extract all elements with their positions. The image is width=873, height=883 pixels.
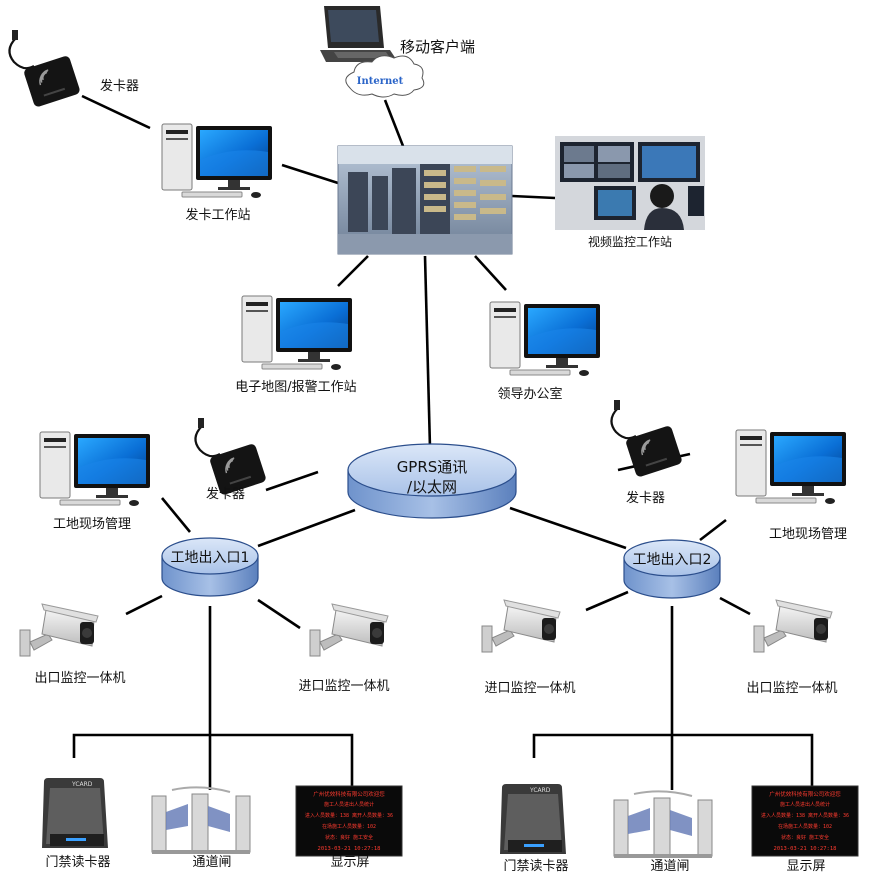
led-display-left: 广州优效科技有限公司欢迎您 施工人员进出人员统计 进入人员数量：138 离开人员… (295, 785, 403, 857)
video-workstation-label: 视频监控工作站 (588, 234, 672, 249)
turnstile-right-label: 通道闸 (650, 859, 689, 874)
entry-camera-left-icon (309, 603, 389, 657)
led-right-line3: 进入人员数量：138 离开人员数量：36 (761, 812, 849, 819)
turnstile-left-icon (151, 786, 251, 855)
leader-office-label: 领导办公室 (497, 386, 562, 402)
entry-camera-right-icon (481, 599, 561, 653)
card-issuer-top-label: 发卡器 (100, 78, 139, 94)
door-reader-right-icon: YCARD (500, 784, 566, 854)
turnstile-right-icon (613, 790, 713, 859)
card-issuer-left-label: 发卡器 (206, 486, 245, 502)
reader-right-label: 门禁读卡器 (503, 859, 568, 874)
map-alarm-pc-icon (241, 295, 353, 371)
site-mgmt-right-pc-icon (735, 429, 847, 505)
led-right-line6: 2013-03-21 10:27:18 (774, 846, 837, 852)
exit-camera-right-icon (753, 599, 833, 653)
card-workstation-pc-icon (161, 123, 273, 199)
reader-left-label: 门禁读卡器 (45, 855, 110, 870)
led-right-line1: 广州优效科技有限公司欢迎您 (769, 790, 841, 798)
display-left-label: 显示屏 (330, 855, 369, 870)
gate2-hub: 工地出入口2 (623, 539, 721, 599)
gate2-label: 工地出入口2 (633, 552, 712, 568)
led-display-right: 广州优效科技有限公司欢迎您 施工人员进出人员统计 进入人员数量：138 离开人员… (751, 785, 859, 857)
cam-entry-right-label: 进口监控一体机 (484, 681, 575, 696)
led-left-line2: 施工人员进出人员统计 (324, 801, 374, 808)
gprs-label-line1: GPRS通讯 (397, 458, 468, 476)
leader-office-pc-icon (489, 301, 601, 377)
exit-camera-left-icon (19, 603, 99, 657)
site-mgmt-left-pc-icon (39, 431, 151, 507)
card-reader-icon (8, 28, 83, 109)
turnstile-left-label: 通道闸 (192, 855, 231, 870)
site-mgmt-right-label: 工地现场管理 (769, 527, 847, 542)
card-reader-left-icon (194, 416, 269, 497)
gate1-hub: 工地出入口1 (161, 537, 259, 597)
site-mgmt-left-label: 工地现场管理 (53, 517, 131, 532)
led-left-line4: 在场施工人员数量：102 (322, 823, 376, 830)
map-alarm-workstation-label: 电子地图/报警工作站 (235, 379, 356, 395)
gprs-ethernet-hub: GPRS通讯 /以太网 (347, 443, 517, 519)
gprs-label-line2: /以太网 (407, 478, 457, 496)
reader-brand-left: YCARD (71, 781, 93, 788)
video-monitoring-image (555, 136, 705, 230)
led-left-line1: 广州优效科技有限公司欢迎您 (313, 790, 385, 798)
gate1-label: 工地出入口1 (171, 550, 250, 566)
mobile-client-label: 移动客户端 (400, 38, 475, 56)
led-right-line2: 施工人员进出人员统计 (780, 801, 830, 808)
card-reader-right-icon (610, 398, 685, 479)
card-workstation-label: 发卡工作站 (185, 207, 250, 223)
display-right-label: 显示屏 (786, 859, 825, 874)
reader-brand-right: YCARD (529, 787, 551, 794)
cam-entry-left-label: 进口监控一体机 (298, 679, 389, 694)
led-left-line5: 状态：良好 施工安全 (325, 834, 373, 841)
cam-exit-right-label: 出口监控一体机 (746, 681, 837, 696)
server-room-image (337, 145, 513, 255)
door-reader-left-icon: YCARD (42, 778, 108, 848)
internet-label: Internet (357, 76, 404, 87)
led-right-line5: 状态：良好 施工安全 (781, 834, 829, 841)
led-left-line3: 进入人员数量：138 离开人员数量：36 (305, 812, 393, 819)
internet-cloud-icon: Internet (345, 55, 425, 98)
led-right-line4: 在场施工人员数量：102 (778, 823, 832, 830)
card-issuer-right-label: 发卡器 (626, 490, 665, 506)
led-left-line6: 2013-03-21 10:27:18 (318, 846, 381, 852)
cam-exit-left-label: 出口监控一体机 (34, 671, 125, 686)
laptop-icon (320, 6, 398, 62)
